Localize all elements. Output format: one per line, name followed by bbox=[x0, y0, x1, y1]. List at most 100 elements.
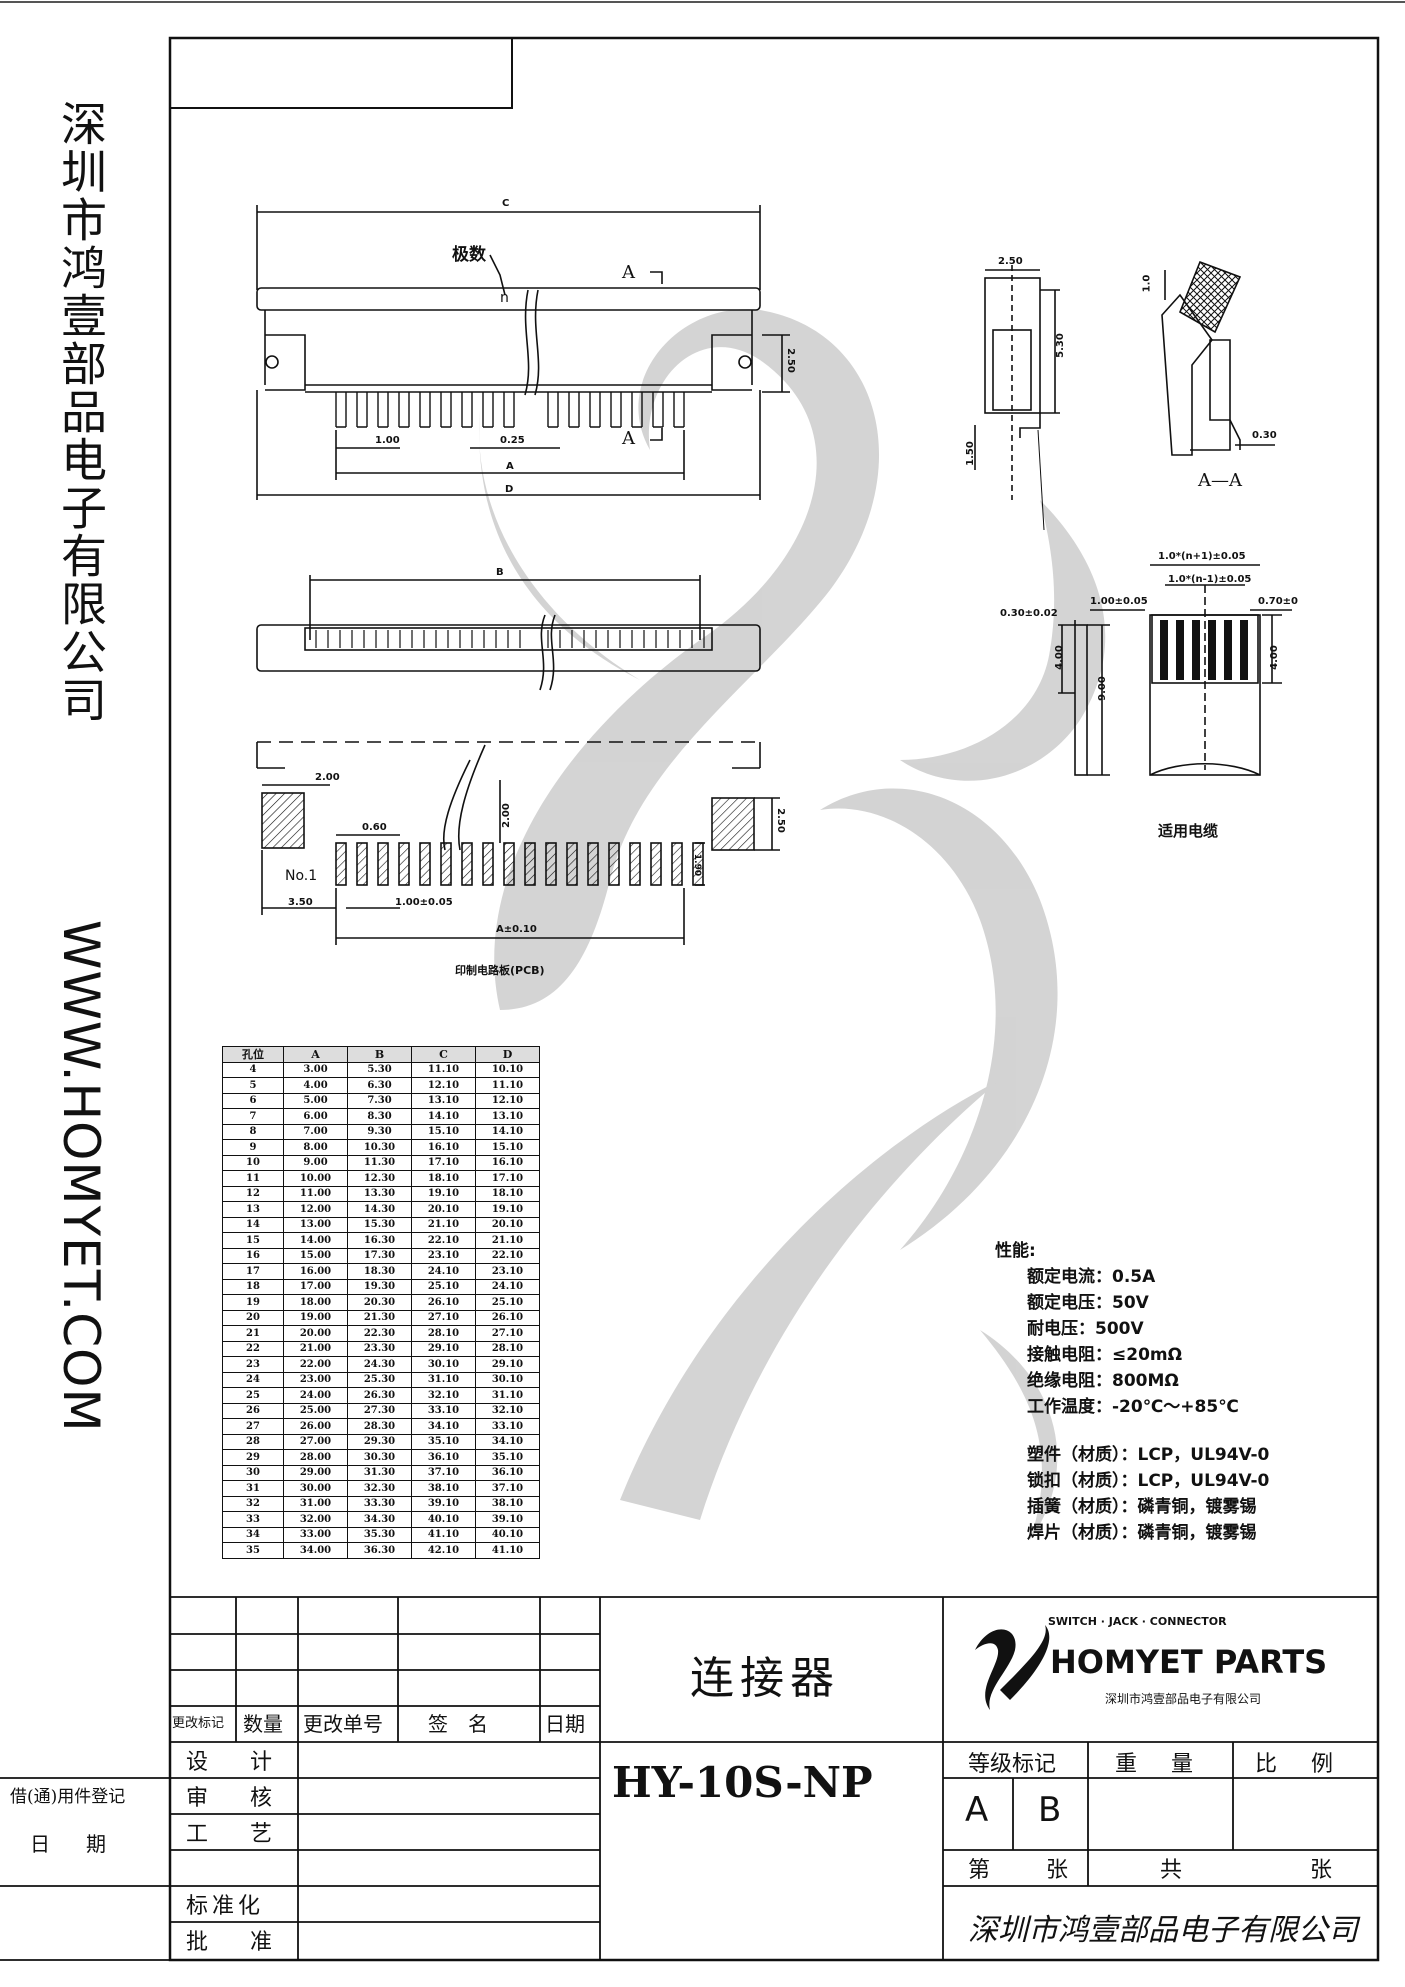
role-review: 审 核 bbox=[186, 1786, 283, 1811]
table-cell: 20.00 bbox=[283, 1325, 348, 1342]
table-cell: 4 bbox=[222, 1061, 284, 1078]
table-cell: 25 bbox=[222, 1387, 284, 1404]
table-cell: 34.00 bbox=[283, 1542, 348, 1559]
section-a-bottom-label: A bbox=[622, 428, 635, 449]
table-cell: 19.10 bbox=[411, 1185, 476, 1202]
spec-item: 耐电压：500V bbox=[1027, 1319, 1144, 1339]
dim-c-label: C bbox=[502, 198, 510, 209]
scale-label: 比 例 bbox=[1255, 1752, 1340, 1777]
table-cell: 15.30 bbox=[347, 1216, 412, 1233]
table-cell: 13.10 bbox=[411, 1092, 476, 1109]
pcb-label: 印制电路板(PCB) bbox=[455, 964, 545, 977]
dim-atol-label: A±0.10 bbox=[496, 924, 537, 935]
table-cell: 36.30 bbox=[347, 1542, 412, 1559]
table-cell: 21.30 bbox=[347, 1309, 412, 1326]
table-cell: 18 bbox=[222, 1278, 284, 1295]
table-cell: 24.30 bbox=[347, 1356, 412, 1373]
rev-header-order: 更改单号 bbox=[303, 1712, 383, 1736]
table-cell: 29.00 bbox=[283, 1464, 348, 1481]
dim-025-label: 0.25 bbox=[500, 435, 525, 446]
table-cell: 28 bbox=[222, 1433, 284, 1450]
n-label: n bbox=[500, 290, 509, 306]
table-cell: 26.30 bbox=[347, 1387, 412, 1404]
dim-side-150-label: 1.50 bbox=[964, 441, 976, 466]
dim-cable-w1-label: 1.0*(n+1)±0.05 bbox=[1158, 551, 1246, 562]
dim-060-label: 0.60 bbox=[362, 822, 387, 833]
dim-side-250-label: 2.50 bbox=[998, 256, 1023, 267]
role-process: 工 艺 bbox=[186, 1822, 283, 1847]
table-cell: 18.10 bbox=[475, 1185, 540, 1202]
table-cell: 27.30 bbox=[347, 1402, 412, 1419]
side-label-date: 日 期 bbox=[30, 1832, 114, 1856]
dim-200-label: 2.00 bbox=[315, 772, 340, 783]
table-cell: 38.10 bbox=[475, 1495, 540, 1512]
table-cell: 30.00 bbox=[283, 1480, 348, 1497]
cable-view bbox=[1058, 564, 1292, 776]
table-cell: 23.00 bbox=[283, 1371, 348, 1388]
table-cell: 37.10 bbox=[411, 1464, 476, 1481]
specifications: 性能: 额定电流：0.5A 额定电压：50V 耐电压：500V 接触电阻：≤20… bbox=[995, 1238, 1269, 1546]
table-cell: 30 bbox=[222, 1464, 284, 1481]
table-cell: 19.10 bbox=[475, 1201, 540, 1218]
section-aa-label: A—A bbox=[1198, 470, 1242, 491]
spec-item: 接触电阻：≤20mΩ bbox=[1027, 1345, 1183, 1365]
logo-tagline: SWITCH · JACK · CONNECTOR bbox=[1048, 1615, 1227, 1628]
rev-header-sign: 签 名 bbox=[428, 1712, 488, 1736]
table-cell: 16.00 bbox=[283, 1263, 348, 1280]
table-cell: 26.10 bbox=[411, 1294, 476, 1311]
table-cell: 8.30 bbox=[347, 1108, 412, 1125]
table-cell: 36.10 bbox=[475, 1464, 540, 1481]
table-cell: 33.10 bbox=[411, 1402, 476, 1419]
table-cell: 21.10 bbox=[411, 1216, 476, 1233]
table-cell: 3.00 bbox=[283, 1061, 348, 1078]
table-cell: 5.00 bbox=[283, 1092, 348, 1109]
table-cell: 42.10 bbox=[411, 1542, 476, 1559]
dim-d-label: D bbox=[505, 484, 514, 495]
table-cell: 16.30 bbox=[347, 1232, 412, 1249]
table-cell: 11.30 bbox=[347, 1154, 412, 1171]
table-cell: 17.10 bbox=[411, 1154, 476, 1171]
table-cell: 24.10 bbox=[411, 1263, 476, 1280]
table-cell: 12.30 bbox=[347, 1170, 412, 1187]
title-block-grid bbox=[0, 1596, 1378, 1961]
sheet-total-label: 共 张 bbox=[1160, 1858, 1361, 1883]
table-cell: 18.10 bbox=[411, 1170, 476, 1187]
dim-cable-pitch-label: 1.00±0.05 bbox=[1090, 596, 1148, 607]
table-cell: 17.10 bbox=[475, 1170, 540, 1187]
spec-item: 额定电流：0.5A bbox=[1027, 1267, 1156, 1287]
table-cell: 29.10 bbox=[475, 1356, 540, 1373]
spec-item: 工作温度：-20℃～+85℃ bbox=[1027, 1397, 1239, 1417]
table-cell: 32.30 bbox=[347, 1480, 412, 1497]
no1-label: No.1 bbox=[285, 868, 318, 884]
table-cell: 26.10 bbox=[475, 1309, 540, 1326]
vertical-company-name: 深圳市鸿壹部品电子有限公司 bbox=[54, 100, 108, 724]
table-cell: 34.10 bbox=[475, 1433, 540, 1450]
table-cell: 12.00 bbox=[283, 1201, 348, 1218]
table-cell: 35.30 bbox=[347, 1526, 412, 1543]
dim-aa-10-label: 1.0 bbox=[1141, 274, 1153, 293]
table-cell: 10.30 bbox=[347, 1139, 412, 1156]
dim-cable-400b-label: 4.00 bbox=[1268, 645, 1280, 670]
table-cell: 18.30 bbox=[347, 1263, 412, 1280]
table-cell: 25.00 bbox=[283, 1402, 348, 1419]
pcb-layout bbox=[256, 741, 780, 945]
col-header: C bbox=[411, 1046, 476, 1063]
table-cell: 39.10 bbox=[475, 1511, 540, 1528]
col-header: D bbox=[475, 1046, 540, 1063]
table-cell: 9.00 bbox=[283, 1154, 348, 1171]
dim-a-label: A bbox=[506, 461, 514, 472]
table-cell: 23.10 bbox=[411, 1247, 476, 1264]
table-cell: 38.10 bbox=[411, 1480, 476, 1497]
col-header: B bbox=[347, 1046, 412, 1063]
side-label-borrow: 借(通)用件登记 bbox=[10, 1787, 126, 1807]
grade-b: B bbox=[1038, 1790, 1062, 1830]
table-cell: 34.30 bbox=[347, 1511, 412, 1528]
